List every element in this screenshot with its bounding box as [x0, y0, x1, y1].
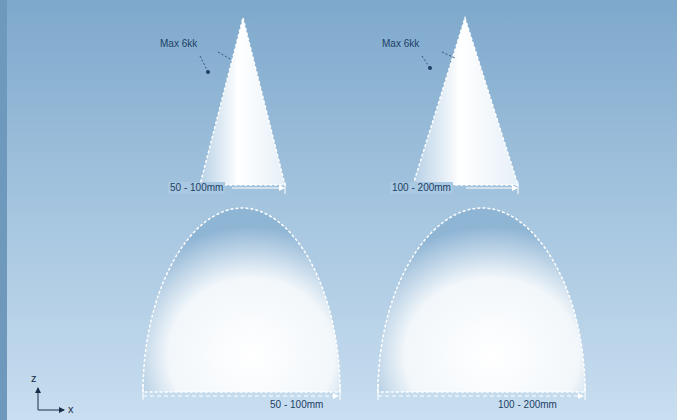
dome	[378, 208, 585, 392]
dimension-line	[143, 396, 338, 397]
cone	[413, 18, 518, 185]
side-panel	[0, 0, 7, 420]
dimension-label: 50 - 100mm	[168, 182, 225, 194]
leader-line	[200, 56, 208, 72]
dimension-line	[466, 188, 517, 189]
axis-label: z	[31, 372, 37, 384]
dome	[143, 208, 340, 392]
leader-dot	[428, 66, 432, 70]
dimension-label: 100 - 200mm	[498, 399, 557, 411]
callout-label: Max 6kk	[160, 38, 197, 50]
callout-label: Max 6kk	[382, 38, 419, 50]
dimension-tick	[143, 384, 144, 400]
dimension-label: 100 - 200mm	[390, 182, 453, 194]
dimension-line	[378, 396, 583, 397]
leader-line	[218, 52, 232, 60]
cone	[200, 18, 285, 185]
leader-line	[422, 56, 430, 68]
axis-x	[38, 410, 64, 411]
dimension-line	[232, 188, 284, 189]
dimension-tick	[285, 182, 286, 194]
leader-line	[442, 52, 455, 58]
leader-dot	[206, 70, 210, 74]
dimension-tick	[378, 384, 379, 400]
dimension-tick	[340, 384, 341, 400]
axis-z	[38, 388, 39, 410]
axis-label: x	[68, 403, 74, 415]
dimension-label: 50 - 100mm	[270, 399, 323, 411]
dimension-tick	[518, 182, 519, 194]
dimension-tick	[585, 384, 586, 400]
